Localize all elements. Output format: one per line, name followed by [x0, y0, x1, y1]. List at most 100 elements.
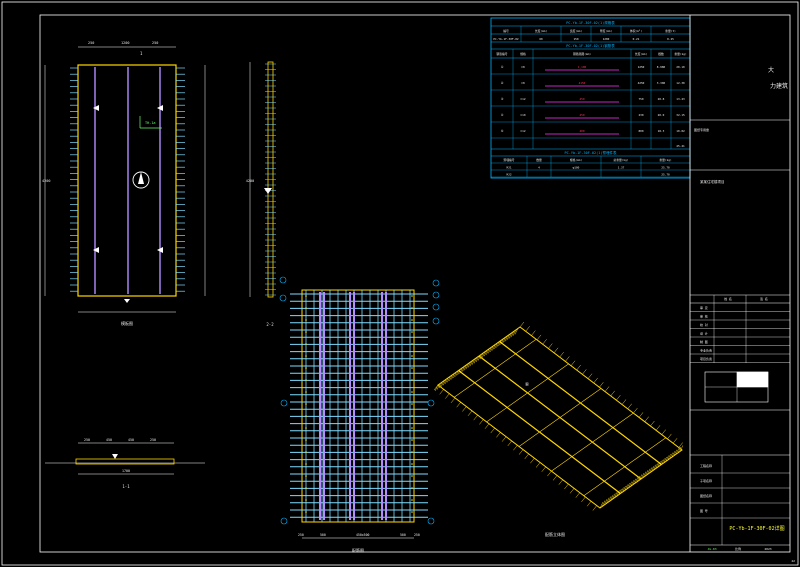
lifting-arrow-icon — [138, 172, 144, 184]
iso-bar-stub — [599, 501, 604, 509]
t2-header: 长度(mm) — [635, 52, 648, 56]
iso-bar-stub — [661, 429, 666, 435]
rebar-plan-dim: 500 — [320, 533, 326, 537]
iso-bar-stub — [569, 488, 575, 494]
iso-bar-stub — [593, 377, 598, 384]
iso-bar-stub — [536, 334, 542, 341]
tb-right-label: 图 号 — [700, 508, 708, 513]
iso-bar-stub — [450, 397, 456, 404]
iso-bar-stub — [610, 494, 614, 501]
iso-bar-stub — [547, 470, 552, 477]
iso-bar-stub — [628, 481, 632, 488]
t3-cell: 25.70 — [661, 166, 670, 170]
iso-bar-stub — [508, 332, 513, 339]
iso-bar-stub — [634, 477, 639, 484]
company-char: 大 — [768, 66, 774, 74]
tb-role-label: 制 图 — [700, 339, 708, 344]
iso-bar-stub — [630, 480, 634, 487]
t1-title: PC-Yb-1F-30F-02(1)规格表 — [566, 20, 615, 25]
rebar-dot — [411, 367, 413, 369]
iso-bar-stub — [614, 491, 618, 498]
rebar-dot — [305, 379, 307, 381]
iso-bar-stub — [661, 458, 665, 465]
t1-header: 长度(mm) — [535, 29, 548, 33]
iso-bar-stub — [479, 419, 484, 425]
iso-bar-stub — [463, 364, 467, 371]
plan-caption: 模板图 — [121, 320, 133, 326]
iso-bar-stub — [481, 351, 486, 358]
iso-bar-stub — [618, 488, 622, 496]
t2-cell: 8.980 — [657, 65, 666, 69]
iso-bar-stub — [445, 377, 449, 384]
rebar-dot — [411, 355, 413, 357]
iso-bar-stub — [581, 496, 586, 503]
tb-role-label: 审 定 — [700, 305, 708, 310]
iso-bar-stub — [644, 416, 649, 422]
sign-header: 姓 名 — [724, 296, 732, 301]
plan-top-dim: 250 — [152, 41, 158, 45]
section-1-1-label: 1-1 — [122, 484, 130, 489]
t2-cell: 3.300 — [657, 81, 666, 85]
rebar-dot — [305, 499, 307, 501]
t2-cell: 12.30 — [676, 81, 685, 85]
drawing-frame — [39, 14, 791, 553]
rebar-callout-bubble — [432, 317, 440, 325]
iso-bar-stub — [507, 440, 512, 447]
iso-bar-stub — [650, 420, 655, 427]
iso-bar-stub — [564, 483, 569, 490]
rebar-dot — [305, 343, 307, 345]
iso-bar-stub — [462, 406, 467, 412]
iso-bar-stub — [471, 358, 476, 366]
t3-header: 数量 — [536, 158, 542, 162]
t1-cell: 0.25 — [667, 37, 674, 41]
iso-bar-stub — [445, 393, 450, 399]
rebar-dot — [305, 415, 307, 417]
t2-cell: ① — [501, 65, 504, 69]
iso-bar-stub — [624, 484, 628, 491]
iso-bar-stub — [524, 453, 529, 460]
iso-bar-stub — [552, 475, 558, 481]
rebar-dot — [411, 439, 413, 441]
section-1-1-slab — [75, 458, 175, 465]
iso-bar-stub — [582, 369, 587, 375]
iso-bar-stub — [669, 452, 673, 459]
iso-bar-stub — [525, 326, 530, 332]
sign-header: 签 名 — [760, 296, 768, 301]
iso-bar-stub — [535, 462, 541, 468]
iso-bar-stub — [436, 383, 441, 390]
iso-bar-stub — [442, 379, 447, 386]
iso-bar-stub — [663, 456, 667, 464]
tb-role-label: 专业负责 — [700, 348, 712, 353]
iso-bar-stub — [616, 490, 620, 497]
page-number: 42 — [791, 559, 795, 563]
iso-bar-stub — [504, 335, 508, 342]
iso-transverse-bar — [454, 339, 537, 398]
t1-header: 体积(m³) — [630, 29, 643, 33]
iso-bar-stub — [604, 386, 610, 392]
t2-cell: 4150 — [579, 81, 586, 85]
iso-bar-stub — [603, 498, 608, 506]
scale-label: 比例 — [735, 546, 741, 551]
t2-cell: C12 — [520, 97, 525, 101]
plan-annotation: TH-1a — [145, 121, 156, 125]
t2-header: 重量(kg) — [674, 52, 687, 56]
iso-bar-stub — [677, 446, 682, 454]
t3-cell: φ100 — [573, 166, 580, 170]
iso-bar-stub — [477, 354, 482, 361]
section-1-1-dim: 250 — [84, 438, 90, 442]
iso-bar-stub — [514, 328, 519, 335]
iso-bar-stub — [457, 368, 461, 376]
rebar-dot — [305, 331, 307, 333]
project-label: 某某住宅楼项目 — [700, 179, 725, 184]
stamp-label: 图纸专用章 — [694, 127, 709, 132]
t1-header: 厚度(mm) — [600, 29, 613, 33]
iso-bar-stub — [473, 357, 478, 364]
iso-bar-stub — [501, 436, 507, 442]
rebar-dot — [411, 487, 413, 489]
tb-right-label: 图纸名称 — [700, 493, 712, 498]
t2-cell: ② — [501, 81, 504, 85]
rebar-dot — [411, 295, 413, 297]
iso-bar-stub — [638, 412, 644, 418]
